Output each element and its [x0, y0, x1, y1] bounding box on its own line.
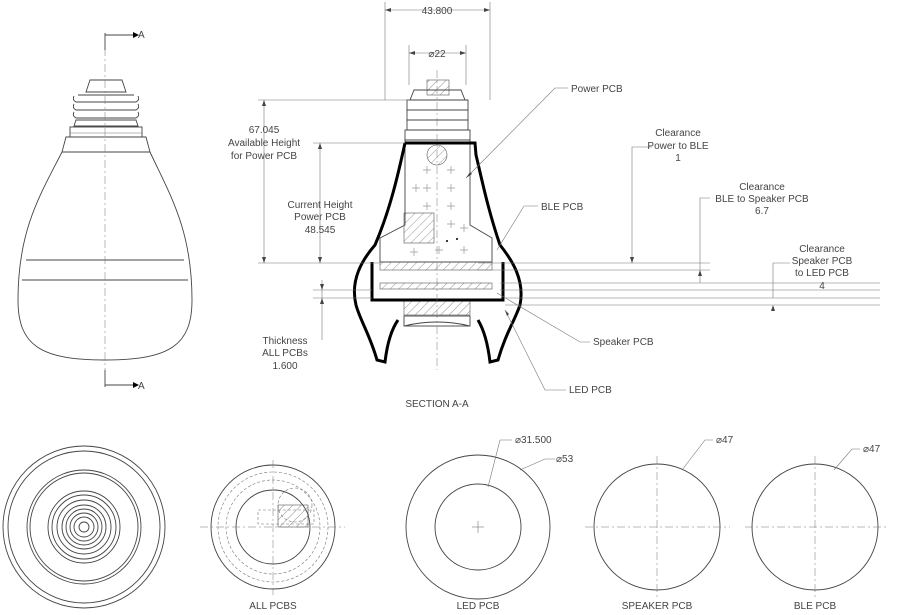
svg-text:Clearance: Clearance [655, 128, 701, 139]
svg-text:Power to BLE: Power to BLE [647, 141, 708, 152]
dim-led-outer-diameter: ⌀53 [556, 454, 574, 465]
svg-text:to LED PCB: to LED PCB [795, 268, 849, 279]
label-all-pcbs: ALL PCBS [249, 601, 297, 612]
label-clearance-speaker-led: Clearance Speaker PCB to LED PCB 4 [792, 244, 853, 292]
svg-text:48.545: 48.545 [305, 225, 336, 236]
svg-text:Available Height: Available Height [228, 138, 300, 149]
label-ble-pcb: BLE PCB [794, 601, 837, 612]
led-pcb-view: ⌀31.500 ⌀53 LED PCB [405, 435, 574, 612]
svg-text:1.600: 1.600 [272, 361, 297, 372]
svg-text:ALL PCBs: ALL PCBs [262, 348, 308, 359]
label-led-pcb: LED PCB [457, 601, 500, 612]
label-available-height: 67.045 Available Height for Power PCB [228, 125, 300, 162]
svg-text:Clearance: Clearance [739, 182, 785, 193]
svg-text:6.7: 6.7 [755, 206, 769, 217]
callout-power-pcb: Power PCB [571, 84, 623, 95]
section-marker-bottom: A [138, 381, 145, 392]
svg-text:Speaker PCB: Speaker PCB [792, 256, 853, 267]
svg-text:Clearance: Clearance [799, 244, 845, 255]
callout-led-pcb: LED PCB [569, 385, 612, 396]
dim-total-width: 43.800 [422, 6, 453, 17]
bulb-side-view: A A [17, 30, 193, 392]
all-pcbs-view: ALL PCBS [200, 460, 345, 612]
section-view: 43.800 ⌀22 [228, 2, 880, 410]
dim-neck-diameter: ⌀22 [428, 49, 446, 60]
bulb-bottom-view [2, 445, 166, 609]
svg-text:Current Height: Current Height [287, 200, 352, 211]
label-thickness: Thickness ALL PCBs 1.600 [262, 336, 308, 372]
section-title: SECTION A-A [405, 399, 469, 410]
svg-text:BLE to Speaker PCB: BLE to Speaker PCB [715, 194, 809, 205]
section-marker-top: A [138, 30, 145, 41]
label-clearance-ble-speaker: Clearance BLE to Speaker PCB 6.7 [715, 182, 809, 217]
svg-text:Thickness: Thickness [262, 336, 307, 347]
label-current-height: Current Height Power PCB 48.545 [287, 200, 352, 236]
dim-speaker-diameter: ⌀47 [716, 435, 734, 446]
speaker-pcb-view: ⌀47 SPEAKER PCB [585, 435, 734, 612]
dim-led-inner-diameter: ⌀31.500 [515, 435, 552, 446]
svg-text:1: 1 [675, 153, 681, 164]
callout-ble-pcb: BLE PCB [541, 202, 584, 213]
svg-text:Power PCB: Power PCB [294, 212, 346, 223]
ble-pcb-view: ⌀47 BLE PCB [745, 444, 888, 612]
callout-speaker-pcb: Speaker PCB [593, 337, 654, 348]
dim-ble-diameter: ⌀47 [863, 444, 881, 455]
label-speaker-pcb: SPEAKER PCB [622, 601, 693, 612]
svg-text:4: 4 [819, 281, 825, 292]
svg-text:for Power PCB: for Power PCB [231, 151, 297, 162]
label-clearance-power-ble: Clearance Power to BLE 1 [647, 128, 708, 164]
svg-text:67.045: 67.045 [249, 125, 280, 136]
